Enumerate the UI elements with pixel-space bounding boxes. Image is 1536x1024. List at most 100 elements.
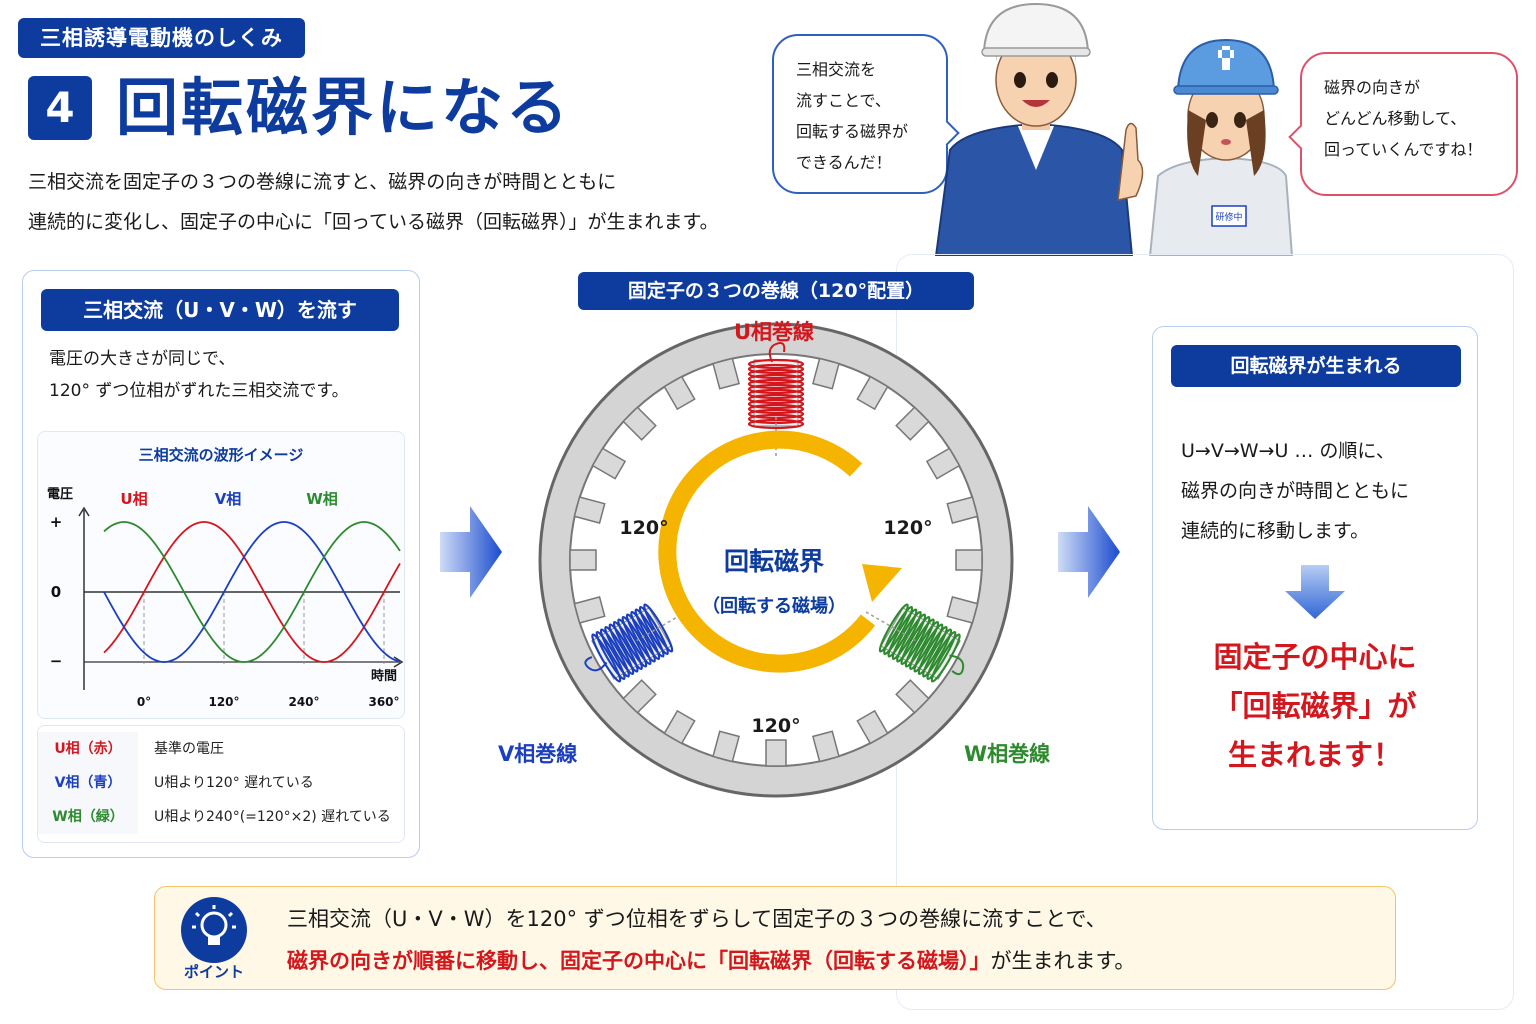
axis-line	[633, 611, 687, 643]
stator-slot	[591, 447, 627, 480]
point-line-2: 磁界の向きが順番に移動し、固定子の中心に「回転磁界（回転する磁場）」が生まれます…	[287, 945, 1135, 975]
x-tick-label: 240°	[288, 695, 319, 709]
three-phase-description: 電圧の大きさが同じで、 120° ずつ位相がずれた三相交流です。	[49, 343, 349, 407]
legend-value-w: U相より240°(=120°×2) 遅れている	[154, 809, 391, 825]
legend-row-w: W相（緑） U相より240°(=120°×2) 遅れている	[38, 800, 404, 834]
series-line-2	[103, 521, 401, 663]
y-tick-plus: +	[50, 513, 63, 531]
angle-label-bottom: 120°	[751, 715, 800, 737]
series-line-0	[103, 521, 401, 663]
three-phase-header: 三相交流（U・V・W）を流す	[41, 289, 399, 331]
workers-illustration: 研修中	[934, 2, 1294, 256]
speech-bubble-worker: 三相交流を 流すことで、 回転する磁界が できるんだ！	[772, 34, 960, 194]
bubble-line: 三相交流を	[796, 60, 877, 79]
flow-arrow-icon	[1058, 506, 1120, 598]
y-tick-zero: 0	[51, 583, 61, 601]
series-line-1	[103, 521, 401, 663]
stator-slot	[895, 679, 930, 714]
stator-header: 固定子の３つの巻線（120°配置）	[578, 272, 974, 310]
desc-line-1: 電圧の大きさが同じで、	[49, 349, 236, 369]
stator-slot	[622, 679, 657, 714]
result-desc-line-2: 磁界の向きが時間とともに	[1181, 480, 1410, 502]
series-label: W相	[306, 490, 338, 508]
result-header: 回転磁界が生まれる	[1171, 345, 1461, 387]
female-worker: 研修中	[1148, 38, 1294, 256]
result-message: 固定子の中心に 「回転磁界」が 生まれます！	[1153, 633, 1477, 780]
y-tick-minus: −	[50, 652, 63, 670]
stator-slot	[946, 496, 979, 524]
name-tag: 研修中	[1215, 211, 1242, 223]
intro-line-2: 連続的に変化し、固定子の中心に「回っている磁界（回転磁界）」が生まれます。	[28, 211, 719, 233]
stator-diagram: 回転磁界 （回転する磁場） 120° 120° 120°	[538, 322, 1014, 798]
series-tag: 三相誘導電動機のしくみ	[18, 18, 305, 58]
legend-key-v: V相（青）	[38, 766, 138, 800]
axis-line	[865, 611, 919, 643]
y-axis-label: 電圧	[47, 487, 73, 502]
x-axis-label: 時間	[371, 668, 397, 684]
stator-slot	[712, 730, 740, 763]
stator-slot	[925, 447, 961, 480]
desc-line-2: 120° ずつ位相がずれた三相交流です。	[49, 381, 349, 401]
page-title: 回転磁界になる	[116, 71, 572, 144]
point-line-1: 三相交流（U・V・W）を120° ずつ位相をずらして固定子の３つの巻線に流すこと…	[287, 907, 1107, 931]
legend-value-u: 基準の電圧	[154, 741, 224, 757]
angle-label-right: 120°	[883, 517, 932, 539]
bubble-line: できるんだ！	[796, 153, 892, 172]
flow-arrow-icon	[440, 506, 502, 598]
stator-slots	[569, 357, 983, 767]
bubble-line: 磁界の向きが	[1324, 78, 1421, 97]
legend-key-w: W相（緑）	[38, 800, 138, 834]
result-panel: 回転磁界が生まれる U→V→W→U … の順に、 磁界の向きが時間とともに 連続…	[1152, 326, 1478, 830]
result-line-2: 「回転磁界」が	[1213, 689, 1417, 723]
stator-slot	[765, 739, 787, 767]
result-desc-line-1: U→V→W→U … の順に、	[1181, 440, 1395, 462]
bubble-line: どんどん移動して、	[1324, 109, 1467, 128]
three-phase-panel: 三相交流（U・V・W）を流す 電圧の大きさが同じで、 120° ずつ位相がずれた…	[22, 270, 420, 858]
result-line-1: 固定子の中心に	[1213, 640, 1417, 674]
result-line-3: 生まれます！	[1227, 738, 1402, 772]
point-badge	[181, 897, 247, 963]
waveform-title: 三相交流の波形イメージ	[138, 446, 304, 464]
coil-v	[584, 603, 674, 683]
series-label: U相	[120, 490, 147, 508]
intro-line-1: 三相交流を固定子の３つの巻線に流すと、磁界の向きが時間とともに	[28, 171, 617, 193]
stator-slot	[895, 406, 930, 441]
bubble-line: 回っていくんですね！	[1324, 140, 1483, 159]
series-label: V相	[215, 490, 242, 508]
stator-slot	[946, 596, 979, 624]
legend-key-u: U相（赤）	[38, 732, 138, 766]
down-arrow-icon	[1285, 565, 1345, 619]
stator-slot	[856, 709, 889, 745]
legend-value-v: U相より120° 遅れている	[154, 775, 314, 791]
rotation-arrow	[658, 430, 876, 673]
stator-slot	[712, 357, 740, 390]
coil-w	[878, 603, 965, 683]
section-number: 4	[28, 76, 92, 140]
stator-slot	[812, 357, 840, 390]
result-desc-line-3: 連続的に移動します。	[1181, 520, 1370, 542]
stator-slot	[569, 549, 597, 571]
point-label: ポイント	[183, 963, 244, 981]
male-worker	[934, 2, 1144, 256]
intro-text: 三相交流を固定子の３つの巻線に流すと、磁界の向きが時間とともに 連続的に変化し、…	[28, 162, 719, 242]
stator-slot	[573, 496, 606, 524]
angle-label-left: 120°	[619, 517, 668, 539]
point-line-2-tail: が生まれます。	[990, 949, 1136, 973]
x-tick-label: 120°	[208, 695, 239, 709]
legend-row-v: V相（青） U相より120° 遅れている	[38, 766, 404, 800]
rotation-arrowhead-icon	[862, 564, 902, 602]
stator-slot	[955, 549, 983, 571]
stator-slot	[573, 596, 606, 624]
field-subtitle: （回転する磁場）	[702, 595, 846, 617]
result-description: U→V→W→U … の順に、 磁界の向きが時間とともに 連続的に移動します。	[1181, 431, 1409, 551]
speech-bubble-trainee: 磁界の向きが どんどん移動して、 回っていくんですね！	[1288, 52, 1518, 196]
lightbulb-icon	[192, 905, 236, 945]
bubble-line: 回転する磁界が	[796, 122, 909, 141]
point-line-2-highlight: 磁界の向きが順番に移動し、固定子の中心に「回転磁界（回転する磁場）」	[287, 949, 991, 973]
stator-slot	[856, 375, 889, 411]
field-title: 回転磁界	[724, 547, 824, 576]
phase-legend-table: U相（赤） 基準の電圧 V相（青） U相より120° 遅れている W相（緑） U…	[37, 725, 405, 843]
point-box: ポイント 三相交流（U・V・W）を120° ずつ位相をずらして固定子の３つの巻線…	[154, 886, 1396, 990]
